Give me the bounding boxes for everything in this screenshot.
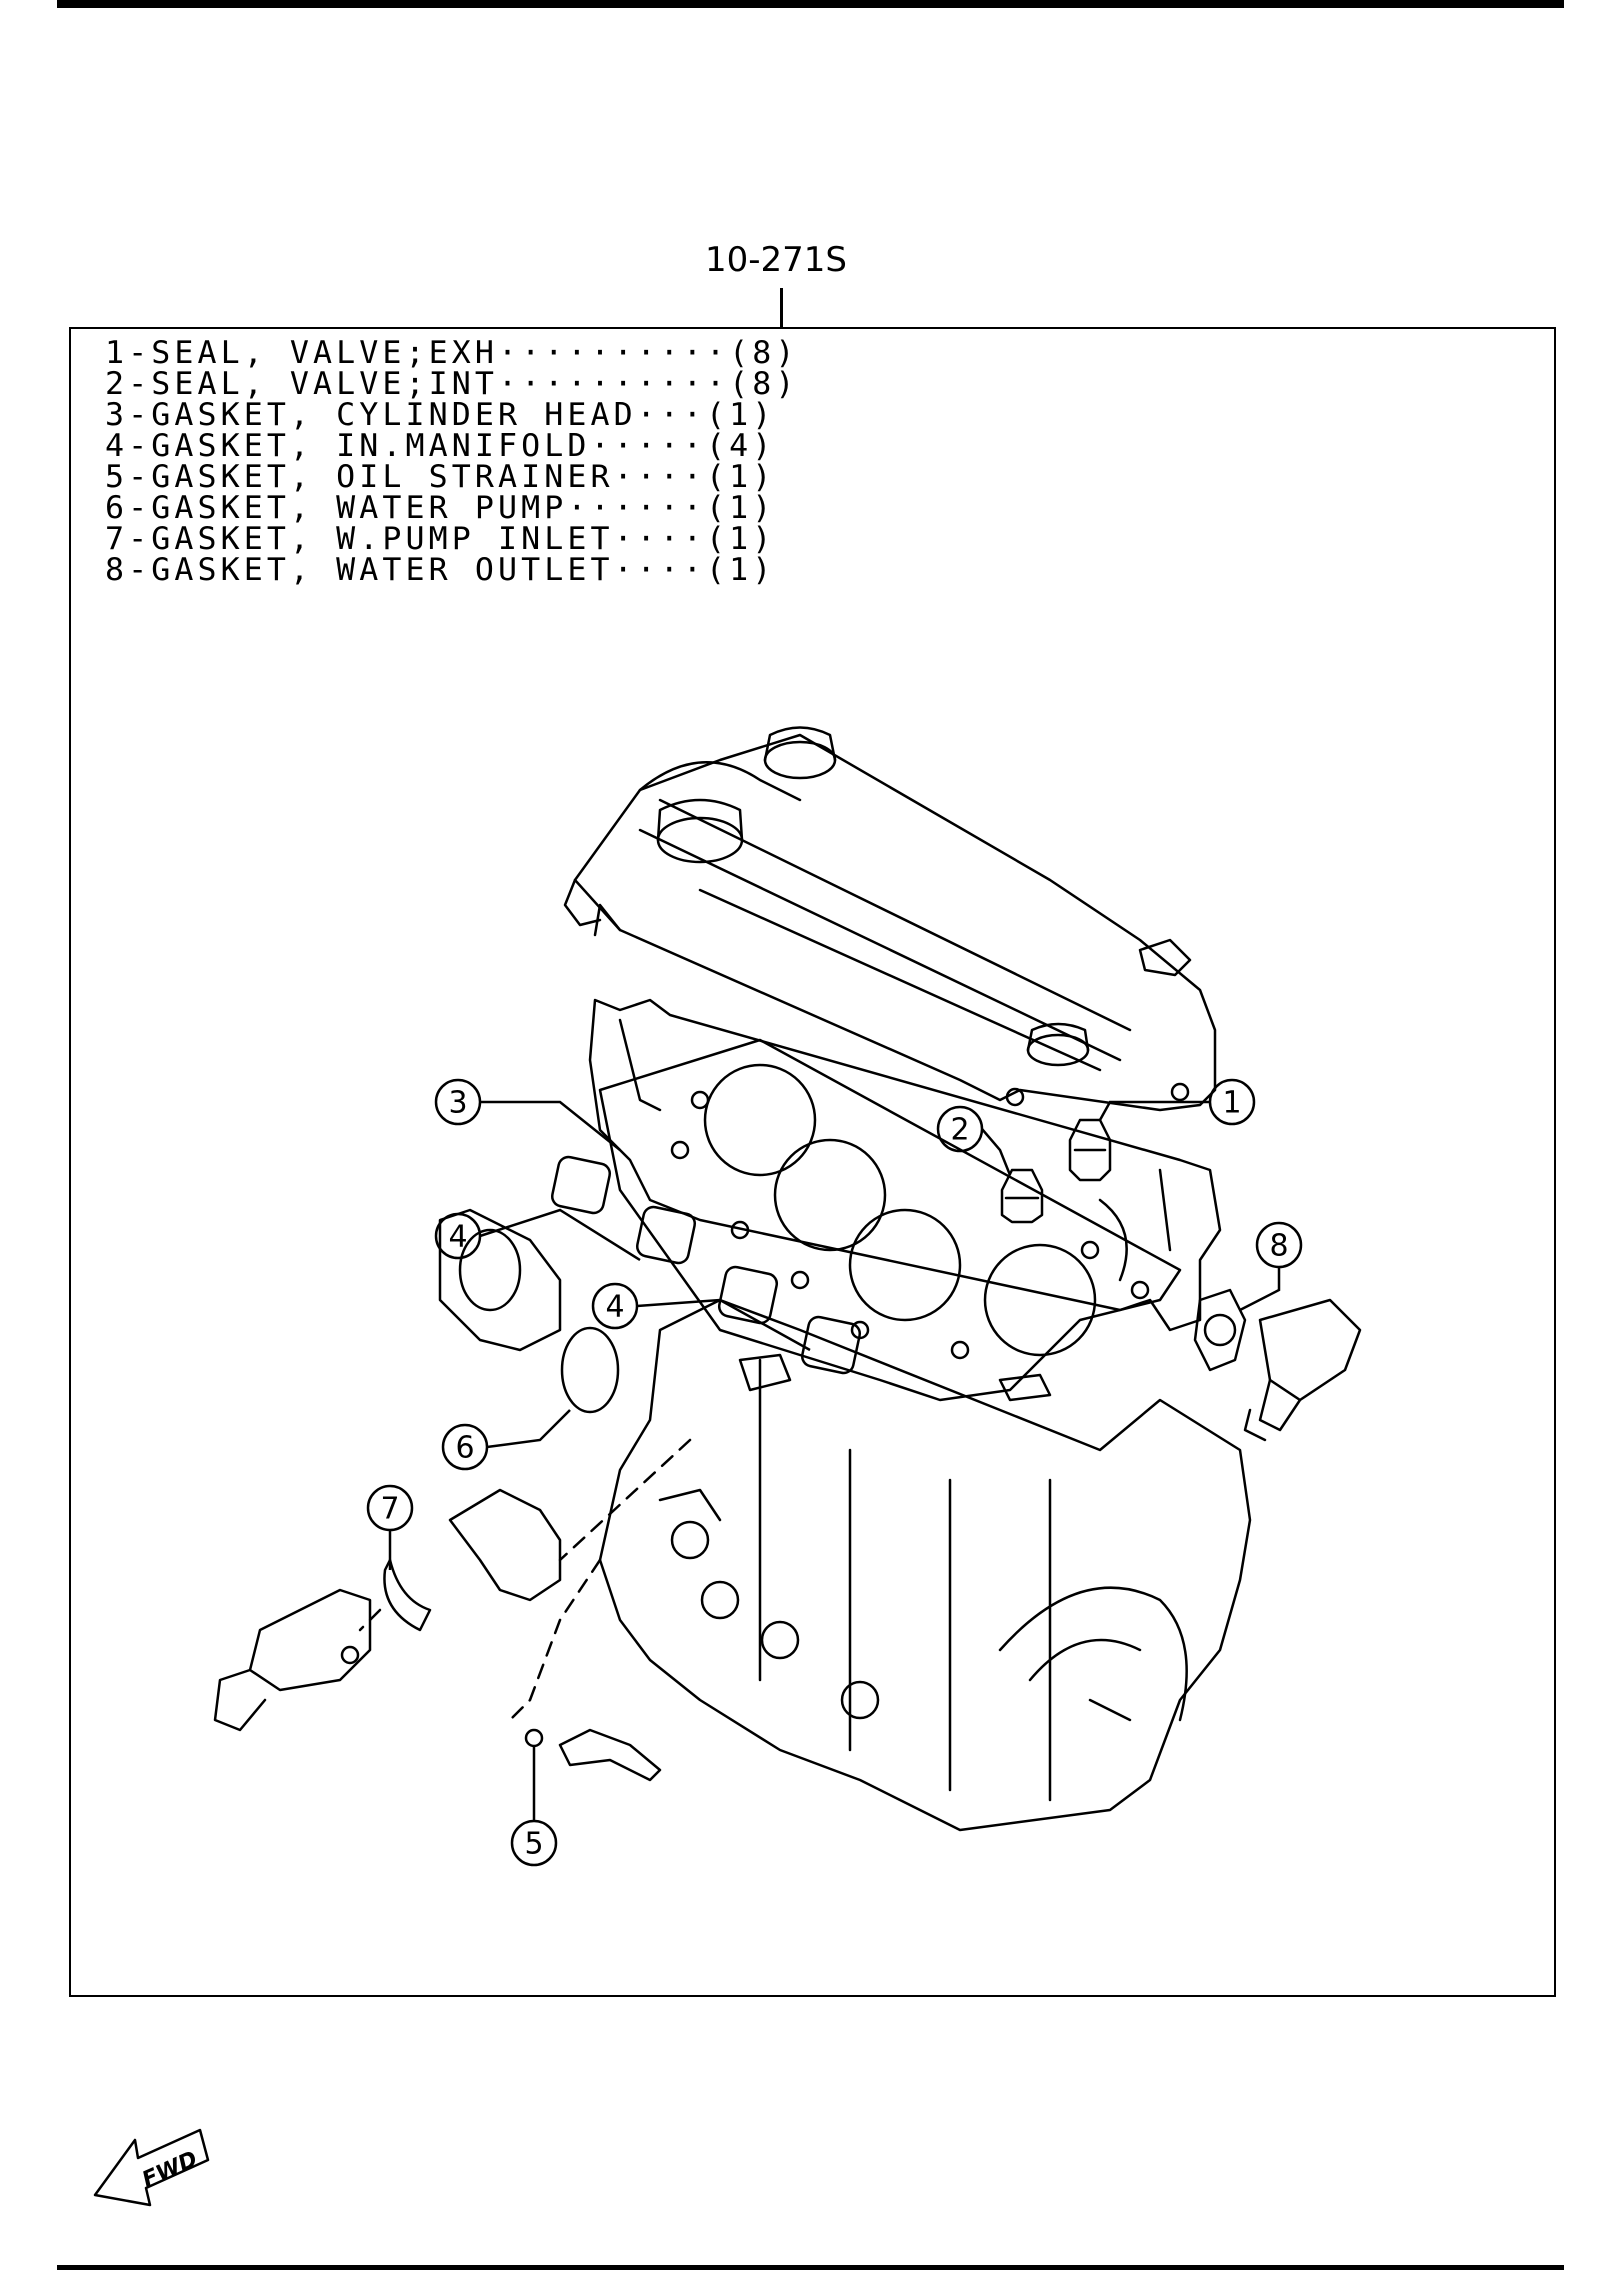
diagram-frame <box>69 327 1556 1997</box>
parts-list-item: 7-GASKET, W.PUMP INLET····(1) <box>105 521 776 557</box>
parts-list-item: 6-GASKET, WATER PUMP······(1) <box>105 490 776 526</box>
parts-list-item: 2-SEAL, VALVE;INT··········(8) <box>105 366 799 402</box>
parts-list-item: 1-SEAL, VALVE;EXH··········(8) <box>105 335 799 371</box>
reference-number: 10-271S <box>705 240 848 280</box>
fwd-arrow-icon: FWD <box>93 2128 210 2207</box>
top-rule <box>57 0 1564 8</box>
parts-list-item: 5-GASKET, OIL STRAINER····(1) <box>105 459 776 495</box>
reference-leader-line <box>780 288 783 328</box>
parts-list-item: 8-GASKET, WATER OUTLET····(1) <box>105 552 776 588</box>
parts-list: 1-SEAL, VALVE;EXH··········(8) 2-SEAL, V… <box>105 338 799 586</box>
parts-list-item: 3-GASKET, CYLINDER HEAD···(1) <box>105 397 776 433</box>
fwd-label: FWD <box>139 2147 202 2193</box>
parts-list-item: 4-GASKET, IN.MANIFOLD·····(4) <box>105 428 776 464</box>
bottom-rule <box>57 2265 1564 2270</box>
